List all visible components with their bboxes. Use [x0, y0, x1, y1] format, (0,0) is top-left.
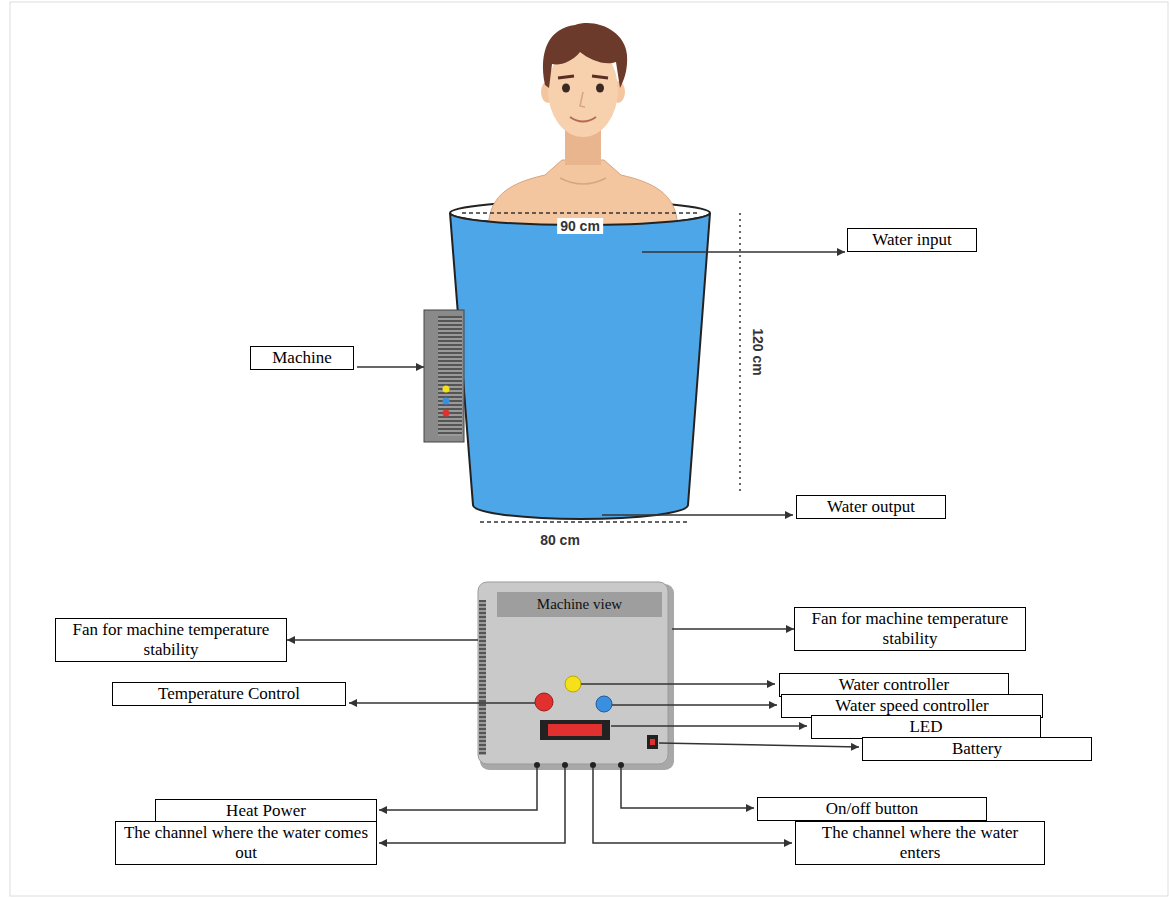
- callout-text: Water speed controller: [788, 696, 1036, 716]
- callout-box: Battery: [862, 737, 1092, 761]
- callout-text: Water output: [803, 497, 939, 517]
- machine-view: Machine view: [478, 582, 672, 768]
- callout-text: Heat Power: [162, 801, 370, 821]
- callout-box: The channel where the water enters: [795, 821, 1045, 865]
- leader-arrow: [602, 514, 793, 516]
- leader-arrow: [357, 366, 424, 368]
- connector-arrow: [287, 639, 478, 641]
- tub-body: [450, 213, 710, 519]
- machine-unit: [424, 310, 464, 442]
- machine-device: [478, 582, 674, 770]
- dimension-label: 120 cm: [750, 328, 766, 375]
- dimension-label: 90 cm: [557, 218, 603, 234]
- callout-box: LED: [811, 715, 1041, 739]
- callout-text: On/off button: [764, 799, 980, 819]
- dimension-label: 80 cm: [540, 532, 580, 548]
- frame: [10, 2, 1168, 896]
- callout-text: Fan for machine temperature stability: [801, 609, 1019, 649]
- callout-text: Water input: [854, 230, 970, 250]
- dimension-line: [480, 521, 688, 523]
- callout-text: Battery: [869, 739, 1085, 759]
- callout-box: On/off button: [757, 797, 987, 821]
- callout-text: LED: [818, 717, 1034, 737]
- callout-text: Temperature Control: [119, 684, 339, 704]
- callout-text: Machine: [257, 348, 347, 368]
- panel-title: Machine view: [497, 592, 662, 617]
- callout-text: The channel where the water enters: [802, 823, 1038, 863]
- leader-arrow: [642, 251, 845, 253]
- callout-box: The channel where the water comes out: [115, 821, 377, 865]
- callout-box: Fan for machine temperature stability: [794, 607, 1026, 651]
- callout-box: Water input: [847, 228, 977, 252]
- callout-text: Water controller: [786, 675, 1002, 695]
- callout-text: The channel where the water comes out: [122, 823, 370, 863]
- callout-box: Fan for machine temperature stability: [55, 618, 287, 662]
- connector-arrow: [672, 628, 794, 630]
- callout-box: Heat Power: [155, 799, 377, 823]
- callout-box: Temperature Control: [112, 682, 346, 706]
- callout-text: Fan for machine temperature stability: [62, 620, 280, 660]
- dimension-line: [739, 213, 741, 492]
- dimension-line: [462, 212, 698, 214]
- callout-box: Machine: [250, 346, 354, 370]
- callout-box: Water output: [796, 495, 946, 519]
- man-figure: [488, 23, 678, 232]
